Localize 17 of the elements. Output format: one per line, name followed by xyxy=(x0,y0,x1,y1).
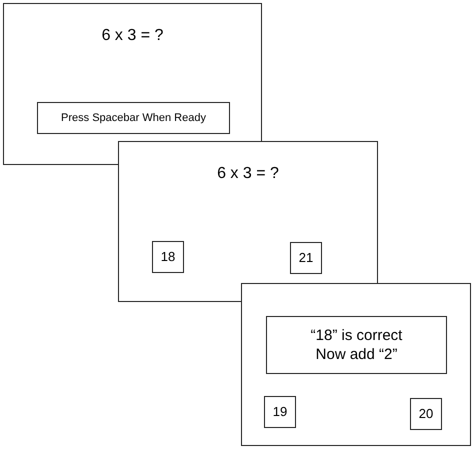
answer-number: 18 xyxy=(160,248,176,266)
answer-number: 20 xyxy=(418,406,434,422)
instruction-box xyxy=(37,102,230,134)
feedback-box xyxy=(266,316,447,374)
instruction-text: Press Spacebar When Ready xyxy=(61,110,206,126)
answer-option-box xyxy=(152,241,184,273)
answer-number: 21 xyxy=(298,250,314,266)
screen-panel xyxy=(118,141,378,302)
math-question: 6 x 3 = ? xyxy=(216,164,280,184)
answer-number: 19 xyxy=(272,404,288,420)
answer-option-box xyxy=(410,398,442,430)
answer-option-box xyxy=(264,396,296,428)
math-question: 6 x 3 = ? xyxy=(100,26,164,46)
screen-panel xyxy=(241,283,471,446)
answer-option-box xyxy=(290,242,322,274)
screen-panel xyxy=(3,3,262,165)
feedback-message: “18” is correct Now add “2” xyxy=(310,326,404,364)
